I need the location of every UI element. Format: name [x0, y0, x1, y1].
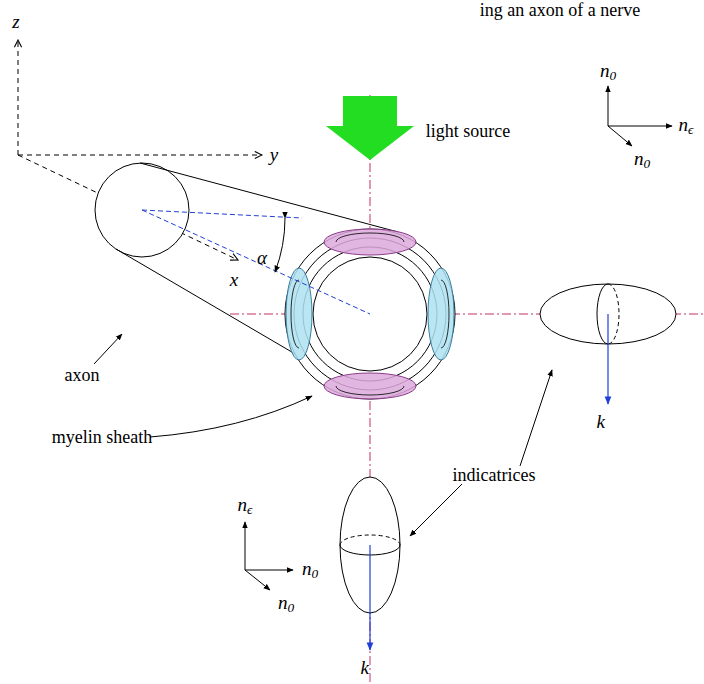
axis-label: z [12, 12, 19, 33]
leader-lines [94, 334, 552, 536]
index-label: nϵ [679, 115, 694, 138]
index-label: n0 [634, 149, 650, 172]
part-label: axon [65, 366, 100, 386]
part-label: myelin sheath [52, 428, 152, 448]
part-label: indicatrices [453, 466, 536, 486]
vector-label: k⃗ [596, 412, 619, 433]
index-label: n0 [278, 593, 294, 616]
coordinate-axes [18, 40, 262, 260]
angle-arc [275, 218, 285, 272]
axis-label: y [270, 145, 278, 166]
index-axes [245, 86, 672, 590]
part-label: light source [426, 122, 510, 142]
angle-lines [142, 210, 370, 314]
vector-label: k⃗ [360, 658, 383, 679]
index-label: n0 [600, 61, 616, 84]
index-label: nϵ [238, 495, 253, 518]
wave-vector [369, 545, 370, 650]
symmetry-lines [230, 95, 704, 684]
axis-label: x [230, 270, 238, 291]
angle-label: α [257, 248, 267, 269]
light-arrow [326, 96, 414, 160]
caption-fragment: ing an axon of a nerve [480, 1, 640, 21]
index-label: n0 [302, 559, 318, 582]
wave-vector [607, 314, 608, 404]
